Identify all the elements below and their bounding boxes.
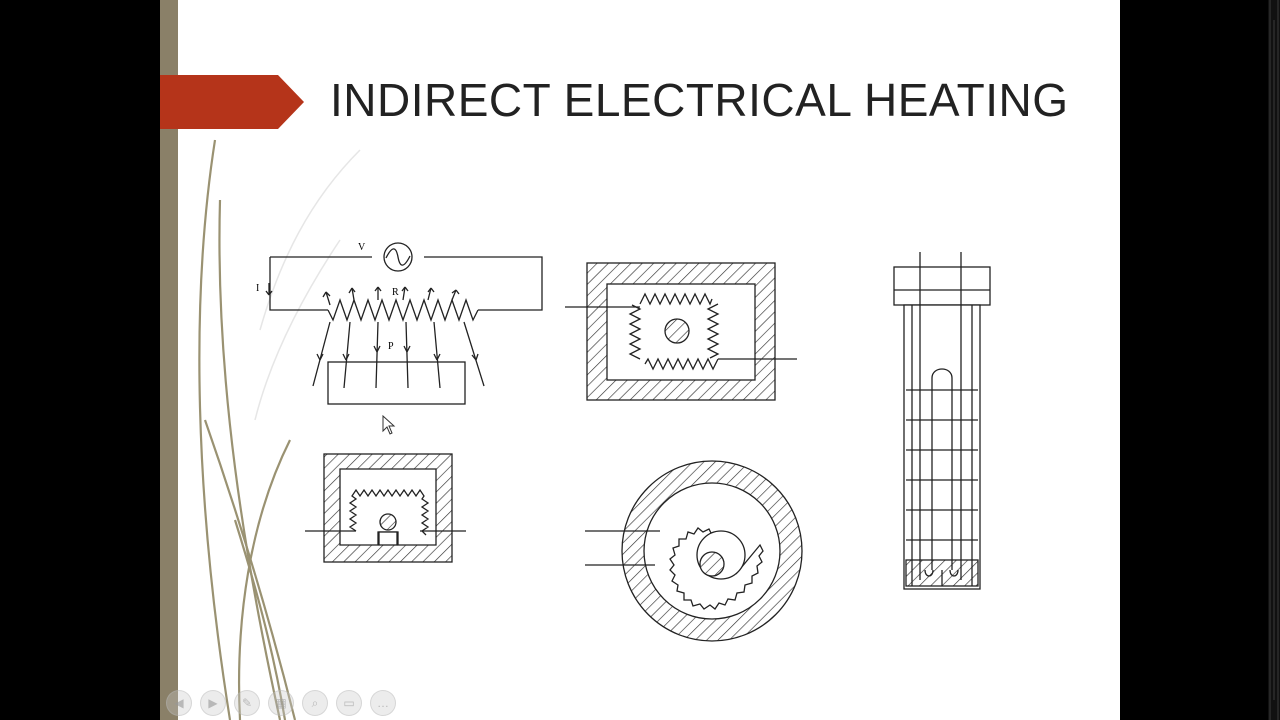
zoom-icon: ⌕ (311, 695, 319, 710)
pen-tool-button[interactable]: ✎ (234, 690, 260, 716)
title-accent-arrow (160, 75, 304, 129)
voltage-label: V (358, 242, 366, 253)
next-icon: ▶ (208, 696, 218, 710)
more-options-button[interactable]: … (370, 690, 396, 716)
subtitles-icon: ▭ (343, 696, 355, 710)
next-slide-button[interactable]: ▶ (200, 690, 226, 716)
presentation-controls: ◀ ▶ ✎ ▦ ⌕ ▭ … (166, 690, 396, 716)
current-label: I (256, 283, 259, 294)
see-all-slides-button[interactable]: ▦ (268, 690, 294, 716)
zoom-button[interactable]: ⌕ (302, 690, 328, 716)
right-edge-texture (1268, 0, 1280, 720)
slides-icon: ▦ (275, 696, 287, 710)
slide-sidebar (160, 0, 178, 720)
previous-icon: ◀ (174, 696, 184, 710)
cylindrical-furnace (585, 460, 803, 642)
previous-slide-button[interactable]: ◀ (166, 690, 192, 716)
power-label: P (388, 341, 394, 352)
slide-title: INDIRECT ELECTRICAL HEATING (330, 74, 1069, 126)
pen-icon: ✎ (241, 696, 253, 710)
immersion-heater (893, 252, 991, 590)
subtitles-button[interactable]: ▭ (336, 690, 362, 716)
small-furnace-with-charge (305, 453, 466, 563)
mouse-cursor-icon (382, 415, 396, 435)
resistance-label: R (392, 287, 399, 298)
rectangular-resistance-oven (565, 262, 797, 401)
decorative-grass (198, 139, 361, 720)
resistance-heating-circuit (265, 242, 543, 405)
more-icon: … (377, 696, 389, 710)
